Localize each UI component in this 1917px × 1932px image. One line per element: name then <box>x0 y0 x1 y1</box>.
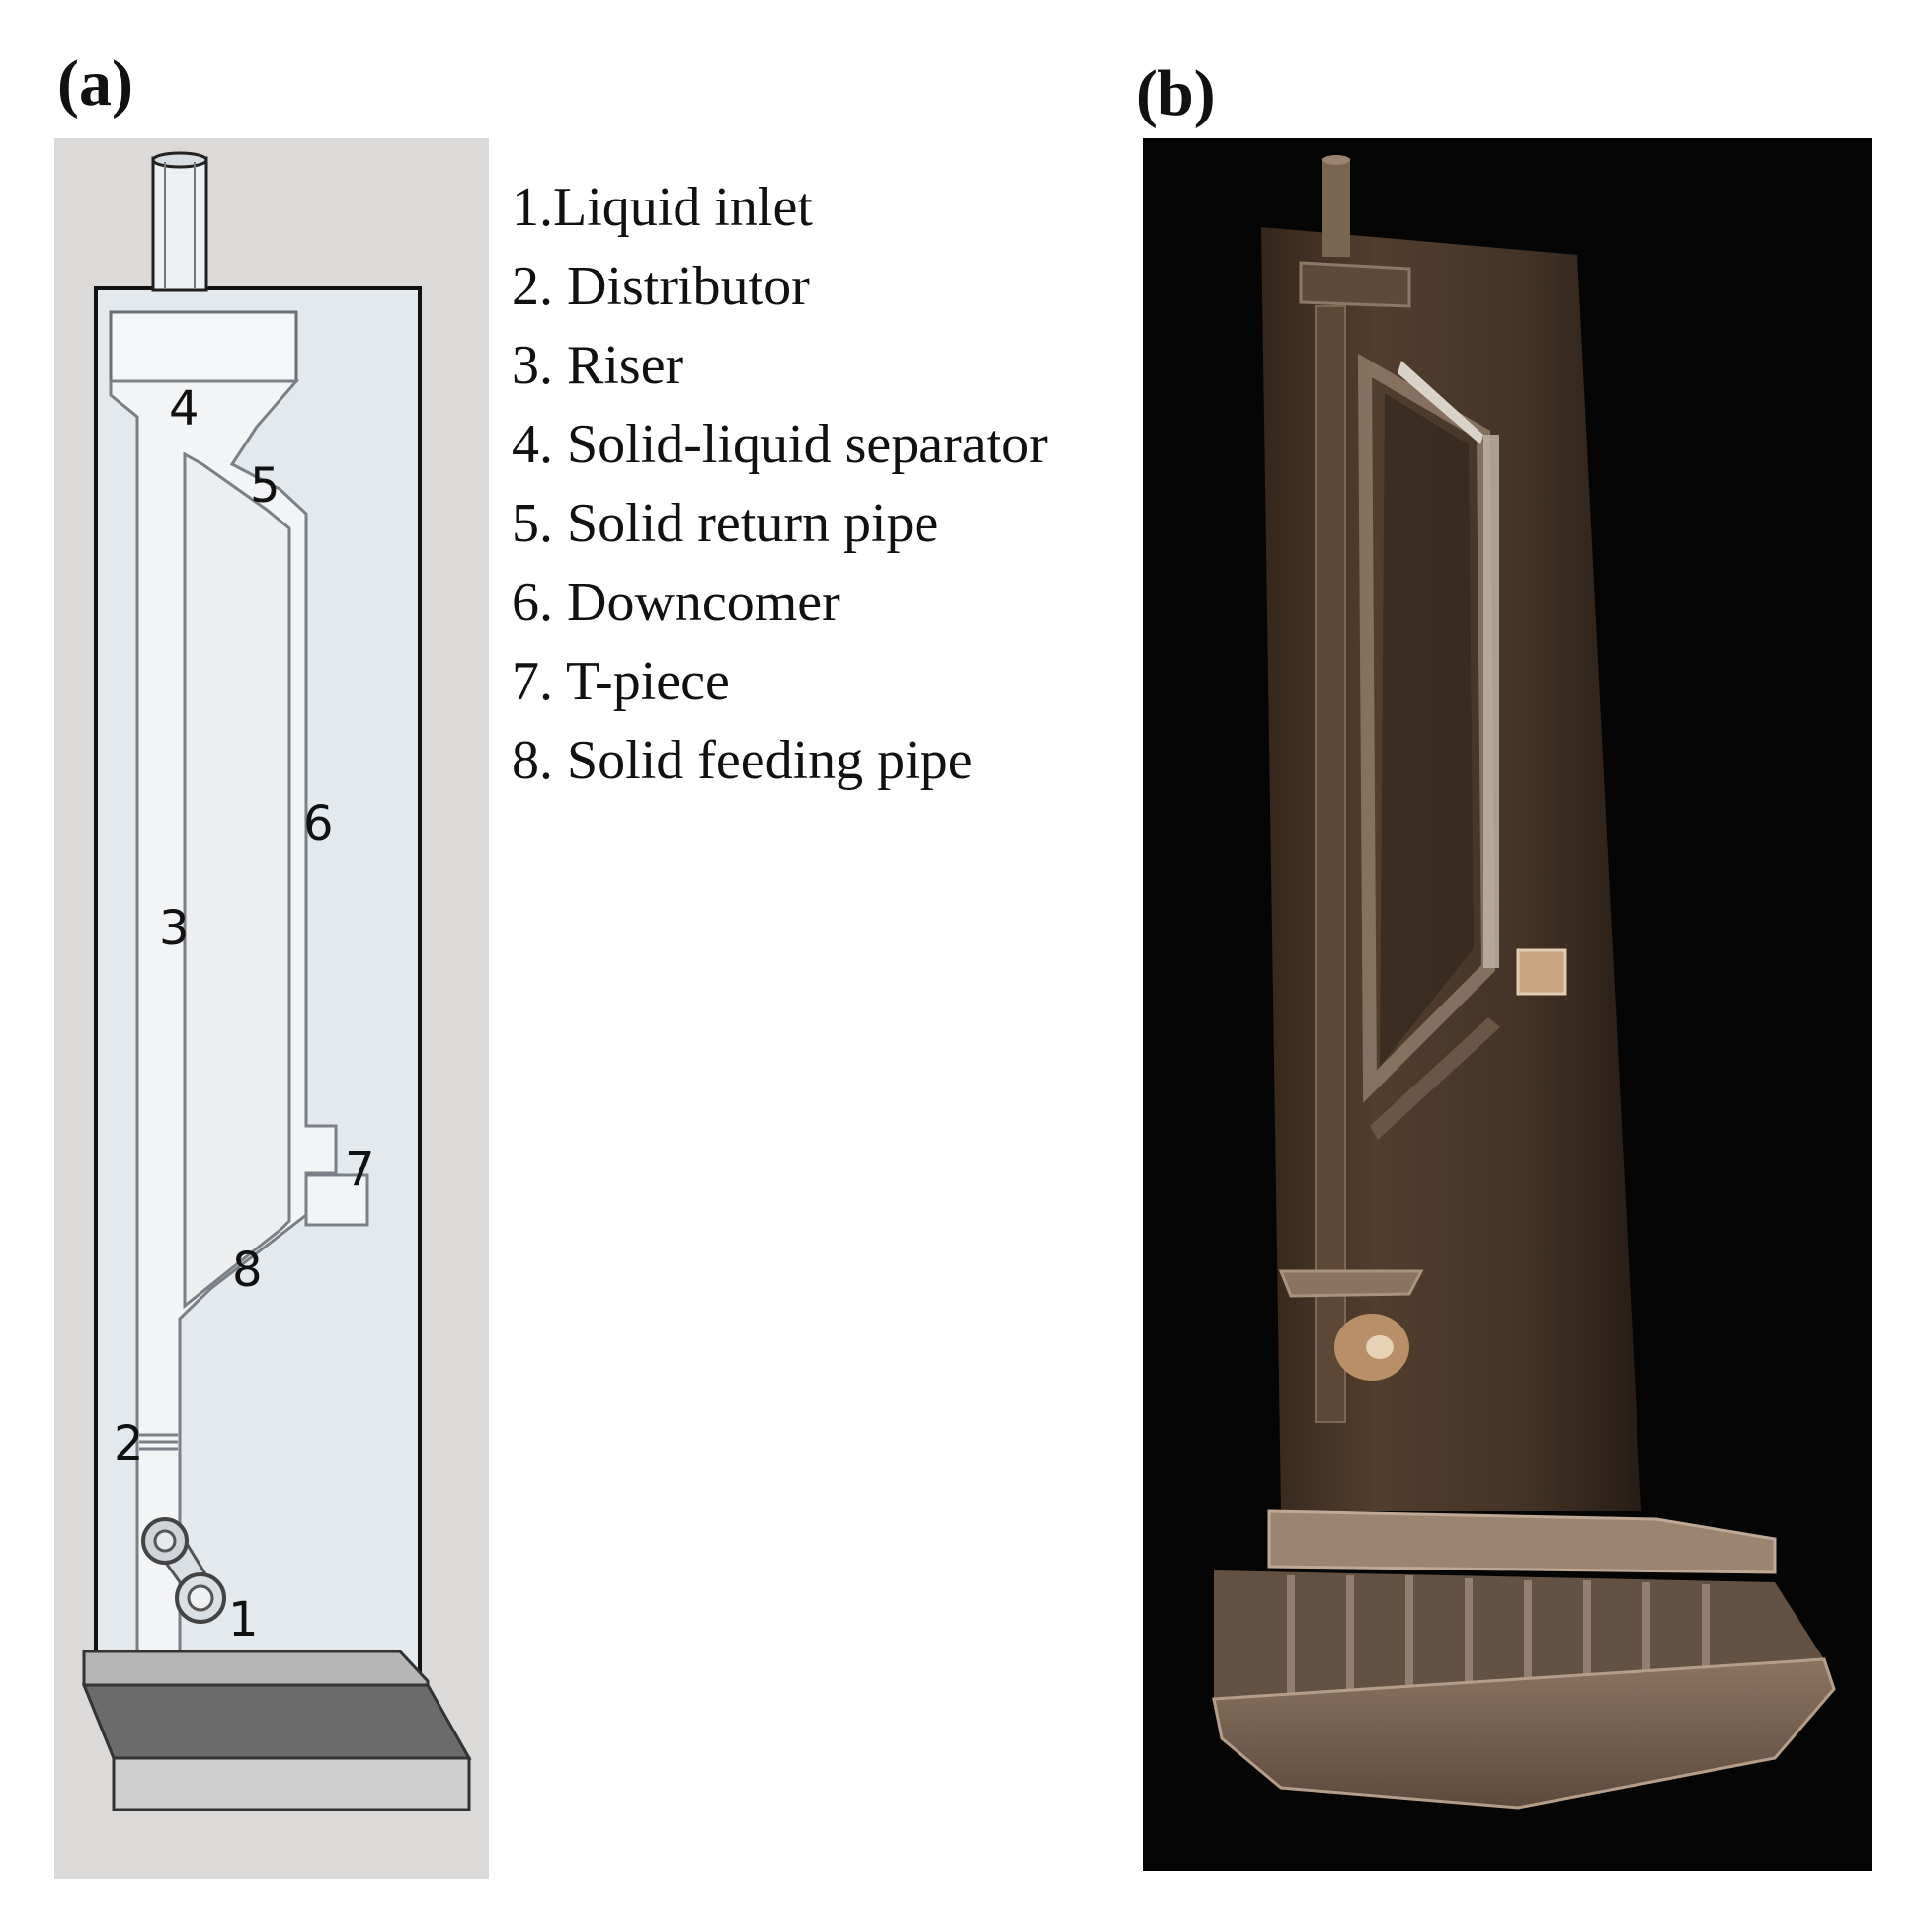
panel-b-label: (b) <box>1136 57 1216 129</box>
component-legend: 1.Liquid inlet 2. Distributor 3. Riser 4… <box>512 168 1048 800</box>
legend-item: 4. Solid-liquid separator <box>512 414 1048 475</box>
base-front <box>112 1756 471 1811</box>
legend-item: 5. Solid return pipe <box>512 493 939 554</box>
photo-base-top <box>1267 1509 1777 1574</box>
device-photo <box>1212 155 1836 1810</box>
schematic-drawing <box>81 151 472 1811</box>
separator-box <box>109 310 298 383</box>
panel-b-photo <box>1143 138 1872 1871</box>
t-piece-block <box>304 1173 369 1227</box>
legend-item: 7. T-piece <box>512 651 730 712</box>
callout-4: 4 <box>169 381 200 437</box>
photo-raft <box>1212 1657 1836 1810</box>
photo-riser <box>1315 305 1346 1423</box>
panel-a-label: (a) <box>57 47 133 120</box>
callout-8: 8 <box>232 1243 263 1298</box>
legend-item: 2. Distributor <box>512 256 810 317</box>
callout-5: 5 <box>250 458 280 514</box>
inner-window <box>183 451 291 1310</box>
legend-item: 8. Solid feeding pipe <box>512 730 973 791</box>
base-top <box>82 1650 430 1687</box>
top-tube-cap <box>151 151 208 169</box>
liquid-inlet-fitting <box>141 1517 226 1624</box>
photo-t-piece <box>1516 948 1567 996</box>
top-tube <box>151 156 208 292</box>
callout-1: 1 <box>228 1592 259 1648</box>
base-shadow <box>81 1683 472 1760</box>
legend-item: 3. Riser <box>512 335 684 396</box>
callout-7: 7 <box>345 1142 375 1197</box>
legend-item: 1.Liquid inlet <box>512 177 813 238</box>
callout-3: 3 <box>159 901 190 956</box>
legend-item: 6. Downcomer <box>512 572 840 633</box>
photo-nozzle <box>1322 158 1350 257</box>
callout-2: 2 <box>114 1416 144 1472</box>
callout-6: 6 <box>303 796 334 851</box>
panel-a-schematic: 1 2 3 4 5 6 7 8 <box>54 138 489 1879</box>
